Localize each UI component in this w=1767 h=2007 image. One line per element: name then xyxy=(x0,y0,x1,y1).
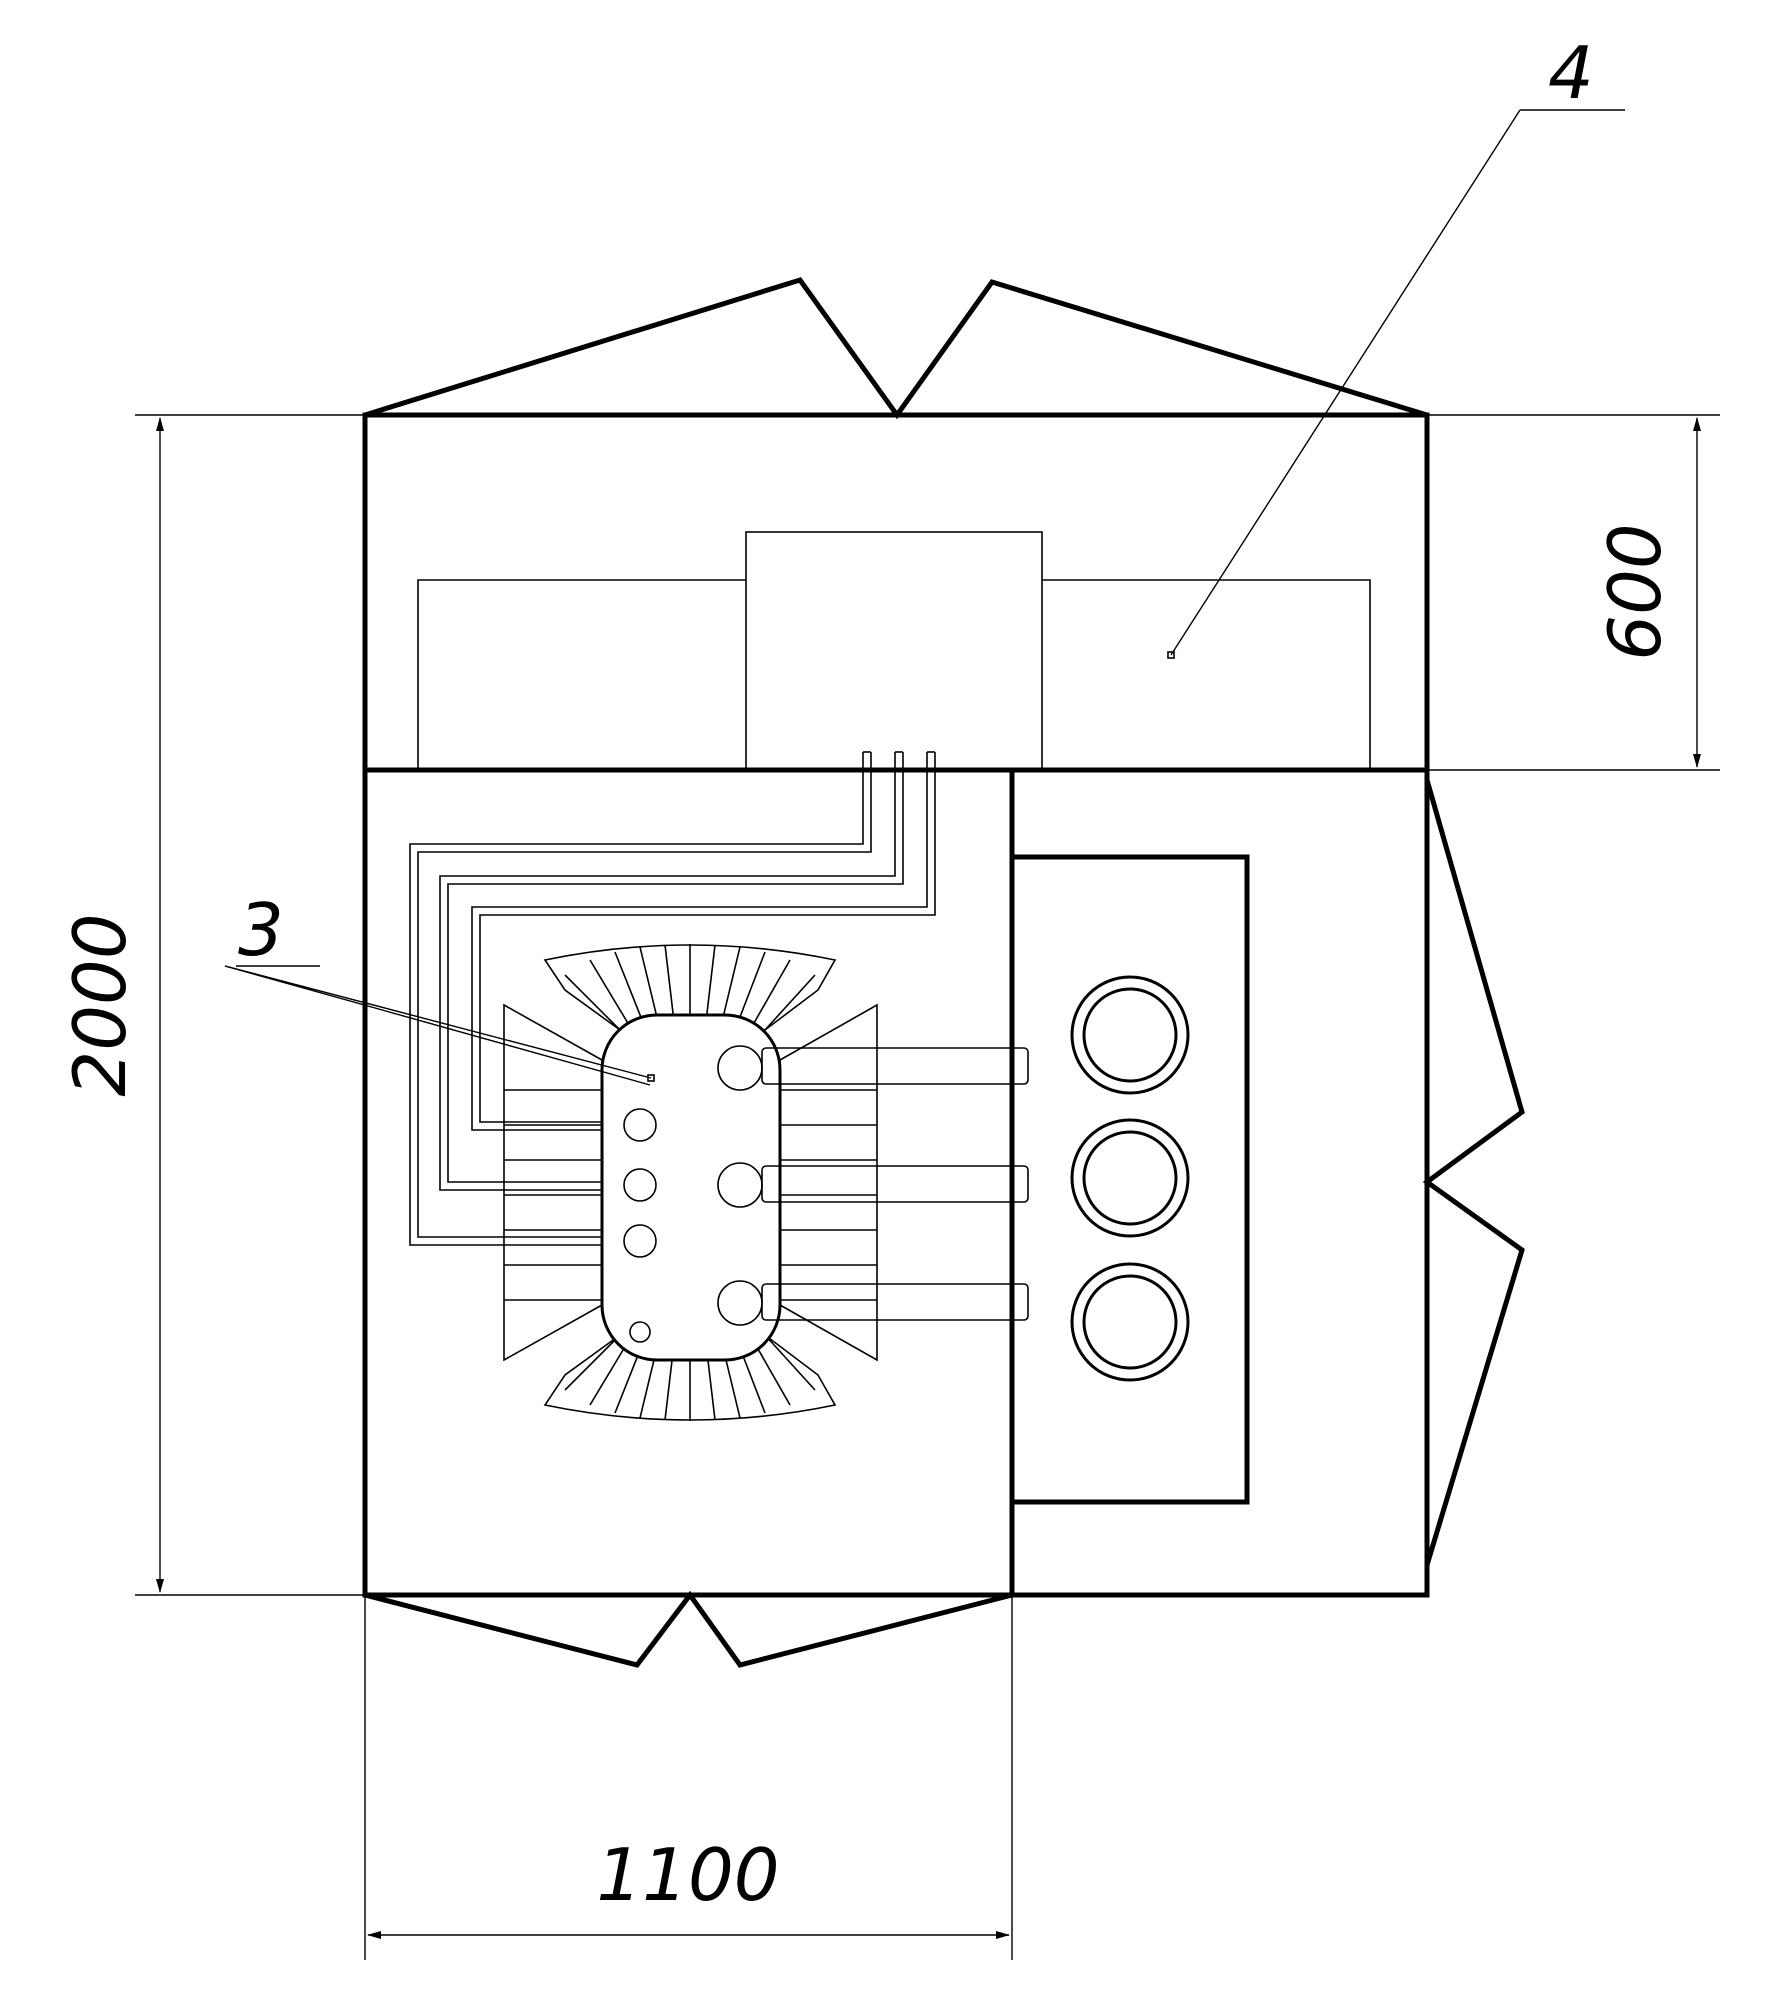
cable-ring-1-inner xyxy=(1082,987,1178,1083)
terminals xyxy=(623,1045,763,1343)
right-inner-rectangle xyxy=(1009,854,1250,1505)
dimension-2000: 2000 xyxy=(58,414,365,1596)
central-body xyxy=(600,1013,782,1362)
callout-3-label: 3 xyxy=(238,888,284,972)
terminal-small-2 xyxy=(623,1168,657,1202)
building-outline xyxy=(362,412,1430,1598)
callout-4-label: 4 xyxy=(1548,31,1594,115)
terminal-small-1 xyxy=(623,1108,657,1142)
terminal-small-4 xyxy=(629,1321,651,1343)
cable-ring-3-inner xyxy=(1082,1274,1178,1370)
zigzag-bottom xyxy=(364,1590,1013,1668)
central-unit xyxy=(745,531,1043,771)
fan-structure xyxy=(503,944,878,1421)
terminal-small-3 xyxy=(623,1224,657,1258)
callout-4-anchor xyxy=(1167,651,1175,659)
zigzag-right xyxy=(1422,779,1525,1566)
dimension-1100: 1100 xyxy=(364,1595,1013,1960)
cable-ring-1-outer xyxy=(1070,975,1190,1095)
right-compartment-circles xyxy=(1070,975,1190,1382)
callout-4: 4 xyxy=(1170,31,1625,656)
cable-ring-2-inner xyxy=(1082,1130,1178,1226)
wiring-bundle xyxy=(409,751,936,1246)
top-equipment xyxy=(417,531,1371,771)
dimension-600: 600 xyxy=(1427,414,1720,771)
bus-bars xyxy=(761,1047,1029,1321)
dimension-600-label: 600 xyxy=(1593,523,1677,660)
dimension-1100-label: 1100 xyxy=(596,1833,779,1917)
callout-3: 3 xyxy=(224,888,652,1086)
callout-3-anchor xyxy=(647,1074,655,1082)
cable-ring-2-outer xyxy=(1070,1118,1190,1238)
cable-ring-3-outer xyxy=(1070,1262,1190,1382)
zigzag-top xyxy=(364,277,1428,420)
outer-rectangle xyxy=(362,412,1430,1598)
dimension-2000-label: 2000 xyxy=(58,913,142,1096)
